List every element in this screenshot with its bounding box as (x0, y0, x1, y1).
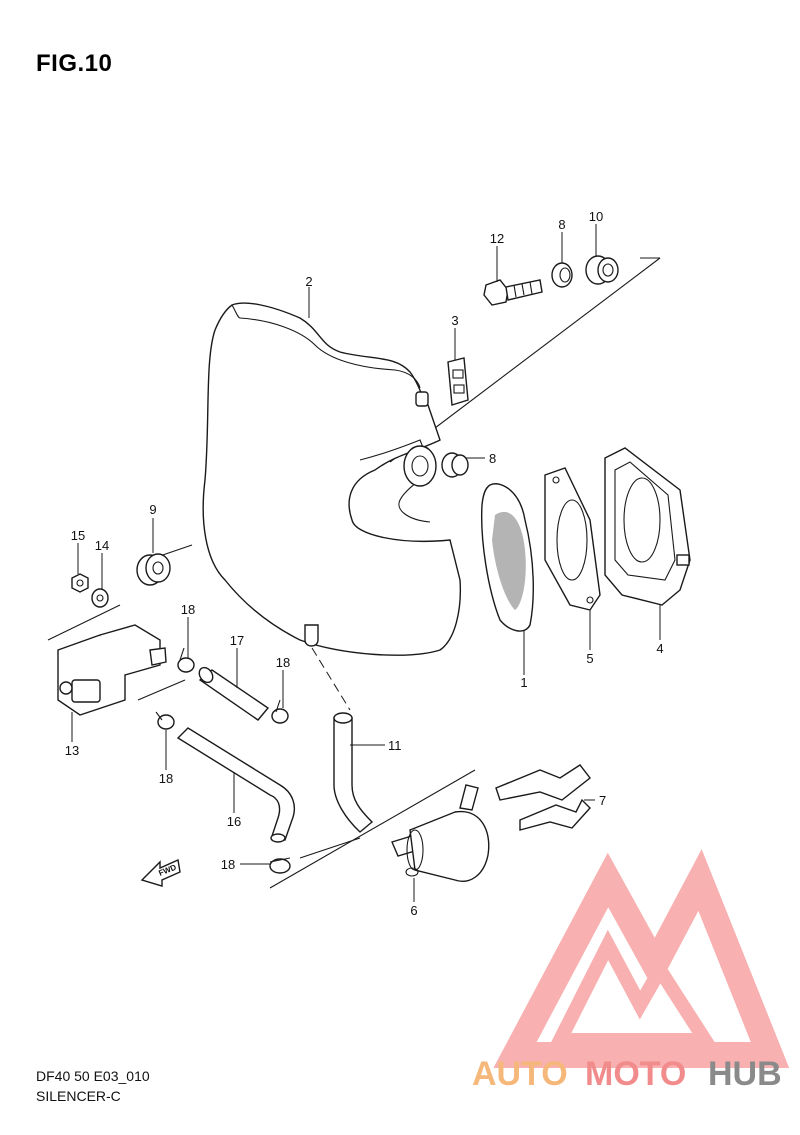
part-12-bolt (483, 279, 543, 306)
callout-1: 1 (520, 675, 527, 690)
part-18-clip-d (269, 857, 291, 874)
watermark-text-moto: MOTO (585, 1055, 686, 1093)
part-5-gasket (544, 467, 601, 611)
part-8-grommet-mid (441, 452, 469, 478)
part-1-screen (480, 483, 534, 632)
callout-8-top: 8 (558, 217, 565, 232)
part-18-clip-c (155, 711, 175, 730)
part-9-grommet (136, 553, 171, 586)
callout-2: 2 (305, 274, 312, 289)
watermark-logo (493, 849, 790, 1068)
callout-5: 5 (586, 651, 593, 666)
callout-18-b: 18 (276, 655, 290, 670)
part-11-hose (333, 712, 374, 833)
part-6-filter (391, 784, 490, 882)
callout-18-c: 18 (159, 771, 173, 786)
part-13-valve (57, 624, 167, 716)
part-18-clip-b (271, 699, 289, 724)
callout-18-d: 18 (221, 857, 235, 872)
forward-direction-arrow: FWD (140, 858, 181, 887)
model-code: DF40 50 E03_010 (36, 1068, 150, 1084)
callout-numbers: 1 2 3 4 5 6 7 8 8 9 10 11 12 13 14 15 16… (65, 209, 664, 918)
callout-18-a: 18 (181, 602, 195, 617)
part-14-washer (91, 588, 109, 608)
callout-9: 9 (149, 502, 156, 517)
callout-6: 6 (410, 903, 417, 918)
callout-13: 13 (65, 743, 79, 758)
callout-16: 16 (227, 814, 241, 829)
figure-title: FIG.10 (36, 50, 113, 77)
silencer-case (202, 302, 462, 656)
part-16-hose (176, 727, 296, 843)
watermark-text-auto: AUTO (472, 1055, 568, 1093)
callout-15: 15 (71, 528, 85, 543)
watermark-wordmark: AUTO MOTO HUB (472, 1055, 782, 1093)
watermark-text-hub: HUB (708, 1055, 782, 1093)
part-15-nut (71, 573, 89, 593)
part-17-hose (198, 666, 270, 721)
callout-17: 17 (230, 633, 244, 648)
part-18-clip-a (177, 647, 195, 673)
callout-11: 11 (388, 738, 402, 753)
callout-7: 7 (599, 793, 606, 808)
section-name: SILENCER-C (36, 1088, 121, 1104)
part-8-grommet-top (551, 262, 573, 288)
callout-14: 14 (95, 538, 109, 553)
callout-10: 10 (589, 209, 603, 224)
part-7-bracket (495, 764, 591, 831)
callout-8-mid: 8 (489, 451, 496, 466)
callout-4: 4 (656, 641, 663, 656)
part-3-clip (447, 357, 469, 406)
callout-3: 3 (451, 313, 458, 328)
leader-lines (71, 224, 661, 902)
callout-12: 12 (490, 231, 504, 246)
part-10-nut (585, 255, 619, 285)
part-4-cover (604, 447, 691, 606)
